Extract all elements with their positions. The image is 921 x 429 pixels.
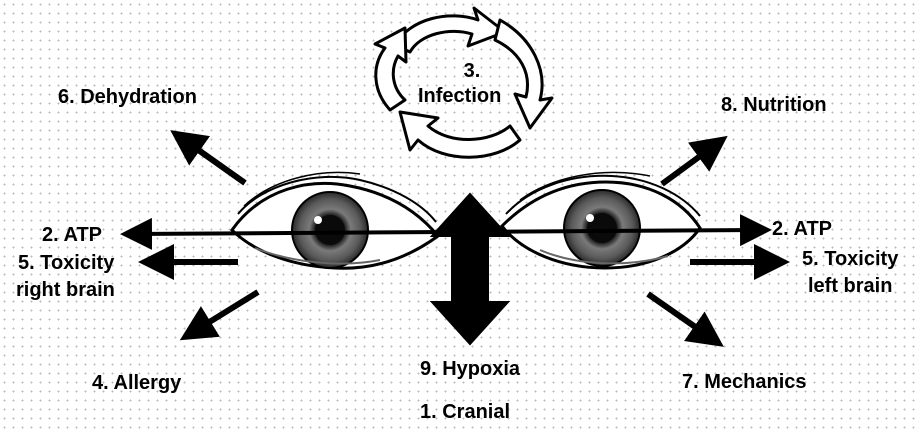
label-atp-left: 2. ATP xyxy=(42,224,102,246)
label-nutrition: 8. Nutrition xyxy=(721,94,827,116)
label-toxicity-right-brain-2: right brain xyxy=(16,279,115,301)
label-allergy: 4. Allergy xyxy=(92,372,181,394)
label-dehydration: 6. Dehydration xyxy=(58,86,197,108)
label-atp-right: 2. ATP xyxy=(772,218,832,240)
label-hypoxia: 9. Hypoxia xyxy=(420,358,520,380)
mechanics-arrow xyxy=(648,294,714,340)
infection-cycle-icon xyxy=(375,8,552,157)
left-eye-icon xyxy=(232,172,438,268)
atp-left-arrow xyxy=(132,232,448,234)
label-toxicity-right-brain-1: 5. Toxicity xyxy=(18,252,114,274)
label-toxicity-left-brain-2: left brain xyxy=(808,275,892,297)
label-cranial: 1. Cranial xyxy=(420,401,510,423)
label-mechanics: 7. Mechanics xyxy=(682,371,807,393)
right-eye-icon xyxy=(502,172,700,268)
label-infection-number: 3. xyxy=(452,60,492,82)
dehydration-arrow xyxy=(180,137,245,183)
nutrition-arrow xyxy=(662,143,718,184)
label-infection: Infection xyxy=(418,85,501,107)
hypoxia-double-arrow xyxy=(432,194,508,344)
label-toxicity-left-brain-1: 5. Toxicity xyxy=(802,248,898,270)
allergy-arrow xyxy=(190,292,258,334)
